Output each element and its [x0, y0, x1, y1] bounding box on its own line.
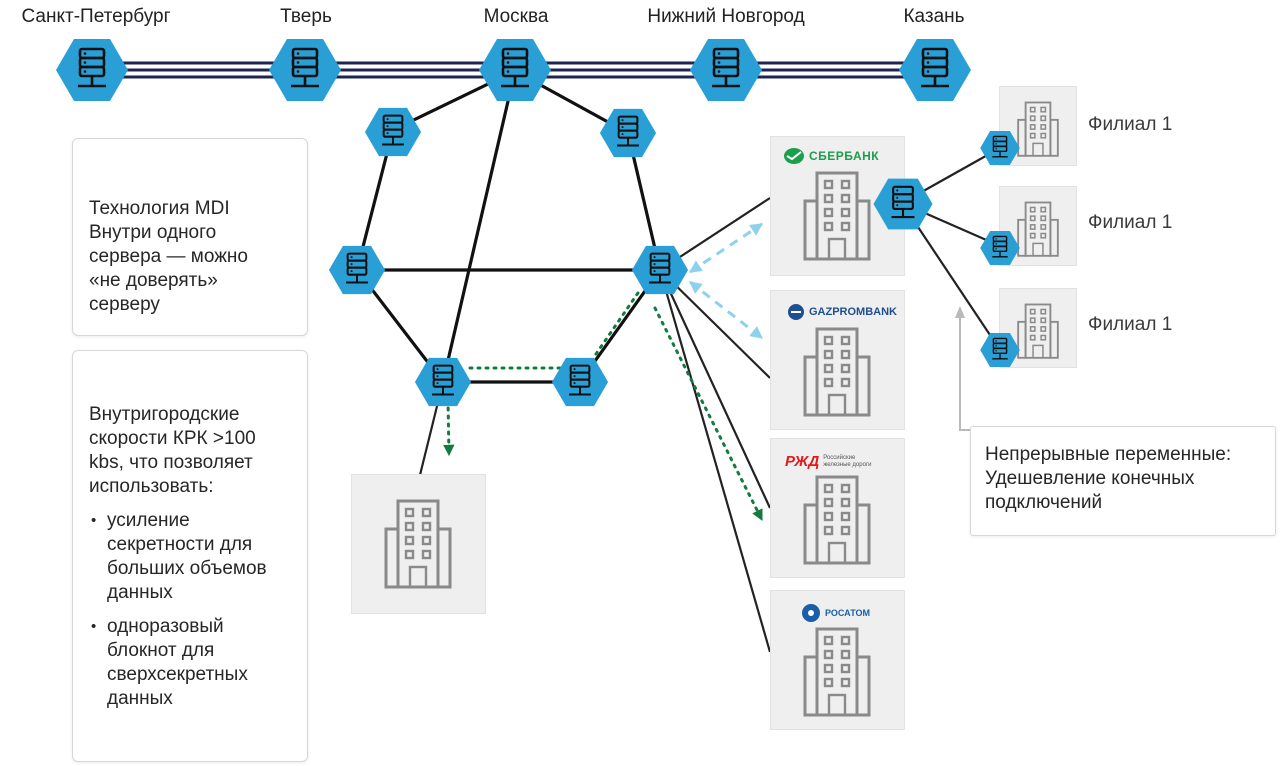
note-text: Удешевление конечных: [985, 468, 1195, 489]
legend-city-text: использовать:: [89, 476, 214, 497]
building-icon: [803, 475, 871, 565]
building-icon: [803, 627, 871, 717]
gazprom-logo: GAZPROMBANK: [787, 303, 897, 321]
city-building-box: [351, 474, 486, 614]
legend-bullet-item: одноразовый блокнот для сверхсекретных д…: [89, 615, 301, 711]
legend-bullet-item: усиление секретности для больших объемов…: [89, 509, 301, 605]
bank-box-rzd: РЖД Российские железные дороги: [770, 438, 905, 578]
server-node-icon: [413, 356, 473, 408]
sber-logo-icon: [784, 148, 804, 164]
server-node-icon: [477, 37, 553, 103]
legend-mdi-text: Технология MDI: [89, 198, 230, 219]
building-icon: [803, 327, 871, 417]
server-node-icon: [872, 177, 934, 231]
city-label: Казань: [903, 6, 965, 27]
filial-label: Филиал 1: [1088, 114, 1173, 135]
server-node-icon: [979, 230, 1021, 266]
building-icon: [384, 499, 452, 589]
filial-label: Филиал 1: [1088, 314, 1173, 335]
server-node-icon: [630, 244, 690, 296]
server-node-icon: [979, 332, 1021, 368]
legend-bullet-list: усиление секретности для больших объемов…: [89, 509, 301, 711]
legend-city-text: Внутригородские: [89, 404, 240, 425]
legend-mdi-text: серверу: [89, 294, 160, 315]
legend-city-text: kbs, что позволяет: [89, 452, 253, 473]
server-node-icon: [688, 37, 764, 103]
note-card: Непрерывные переменные: Удешевление коне…: [970, 426, 1276, 536]
server-node-icon: [897, 37, 973, 103]
city-label: Москва: [483, 6, 549, 27]
legend-mdi-text: Внутри одного: [89, 222, 217, 243]
server-node-icon: [327, 244, 387, 296]
sber-logo: СБЕРБАНК: [783, 147, 879, 165]
bank-box-rosatom: РОСАТОМ: [770, 590, 905, 730]
city-label: Тверь: [280, 6, 332, 27]
rosatom-logo: РОСАТОМ: [801, 603, 870, 623]
server-node-icon: [550, 356, 610, 408]
note-pointer-line: [959, 312, 975, 431]
rzd-logo: РЖД Российские железные дороги: [785, 453, 872, 470]
city-label: Санкт-Петербург: [21, 6, 171, 27]
city-label: Нижний Новгород: [647, 6, 805, 27]
gazprom-logo-icon: [788, 304, 804, 320]
server-node-icon: [363, 106, 423, 158]
server-node-icon: [54, 37, 130, 103]
note-text: подключений: [985, 492, 1103, 513]
rosatom-logo-icon: [802, 604, 820, 622]
note-text: Непрерывные переменные:: [985, 444, 1232, 465]
legend-mdi-card: Технология MDI Внутри одного сервера — м…: [72, 138, 308, 336]
server-node-icon: [267, 37, 343, 103]
legend-mdi-text: сервера — можно: [89, 246, 248, 267]
filial-label: Филиал 1: [1088, 212, 1173, 233]
bank-box-gazprom: GAZPROMBANK: [770, 290, 905, 430]
legend-city-card: Внутригородские скорости КРК >100 kbs, ч…: [72, 350, 308, 762]
server-node-icon: [979, 130, 1021, 166]
legend-mdi-text: «не доверять»: [89, 270, 218, 291]
server-node-icon: [598, 107, 658, 159]
legend-city-text: скорости КРК >100: [89, 428, 256, 449]
